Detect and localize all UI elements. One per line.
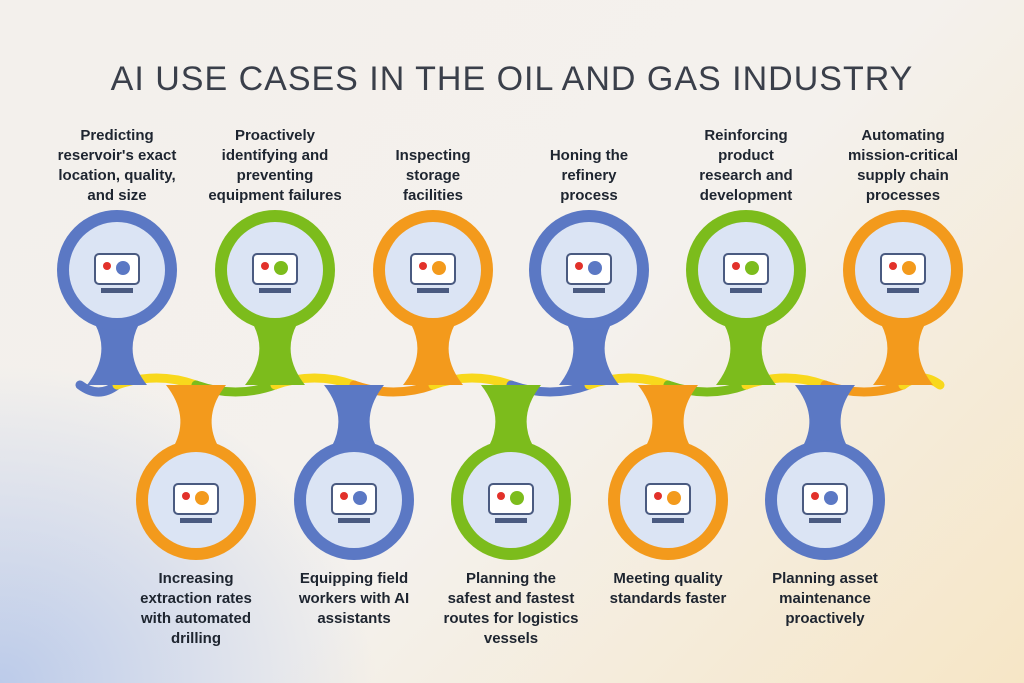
refinery-icon (566, 253, 612, 293)
top-node-stem (87, 324, 147, 385)
lab-robot-icon (723, 253, 769, 293)
connector-segment (75, 380, 122, 397)
bottom-item-label: Meeting quality standards faster (609, 570, 727, 607)
dashboard-worker-icon (880, 253, 926, 293)
certificate-icon (645, 483, 691, 523)
bottom-node-stem (795, 385, 855, 446)
map-magnifier-icon (94, 253, 140, 293)
top-item-label: Automating mission-critical supply chain… (847, 127, 959, 204)
top-item-label: Inspecting storage facilities (395, 147, 471, 204)
bottom-item-label: Equipping field workers with AI assistan… (298, 570, 410, 627)
bottom-node-stem (638, 385, 698, 446)
worker-assistant-icon (331, 483, 377, 523)
top-item-label: Predicting reservoir's exact location, q… (57, 127, 177, 204)
top-node-stem (559, 324, 619, 385)
top-item-label: Proactively identifying and preventing e… (208, 127, 342, 204)
maintenance-plan-icon (802, 483, 848, 523)
bottom-item-label: Increasing extraction rates with automat… (140, 570, 252, 647)
top-item-label: Reinforcing product research and develop… (699, 127, 793, 204)
bottom-node-stem (324, 385, 384, 446)
bottom-node-stem (481, 385, 541, 446)
top-node-stem (403, 324, 463, 385)
top-node-stem (245, 324, 305, 385)
bottom-item-label: Planning asset maintenance proactively (772, 570, 878, 627)
computer-error-icon (252, 253, 298, 293)
top-node-stem (873, 324, 933, 385)
top-node-stem (716, 324, 776, 385)
bottom-item-label: Planning the safest and fastest routes f… (443, 570, 579, 647)
bottom-node-stem (166, 385, 226, 446)
top-item-label: Honing the refinery process (549, 147, 629, 204)
oil-rig-icon (173, 483, 219, 523)
ship-route-icon (488, 483, 534, 523)
page-title: AI USE CASES IN THE OIL AND GAS INDUSTRY (110, 60, 914, 98)
warehouse-worker-icon (410, 253, 456, 293)
